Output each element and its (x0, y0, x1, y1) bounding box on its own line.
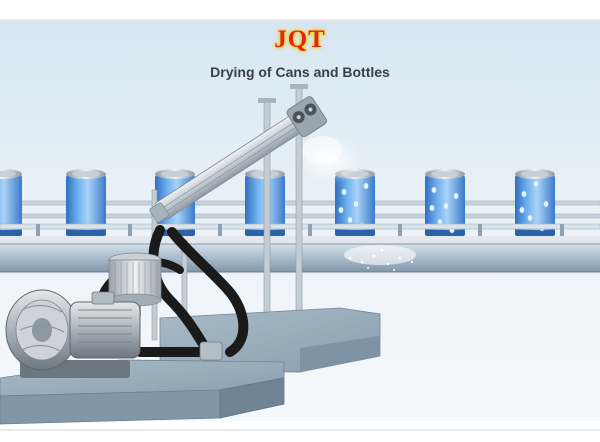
air-spray (298, 136, 416, 271)
diagram-title: Drying of Cans and Bottles (210, 64, 390, 80)
hose-fitting (199, 341, 223, 361)
brand-logo: JQT (274, 26, 326, 53)
air-knife (149, 96, 327, 223)
air-filter (108, 252, 162, 316)
blower-motor (5, 289, 141, 378)
